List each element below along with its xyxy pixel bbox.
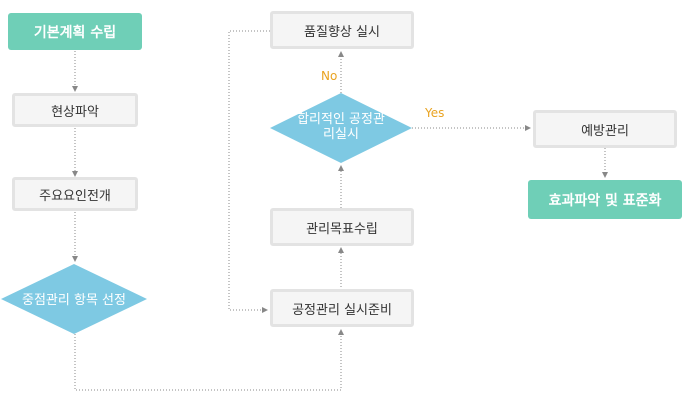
main-factor-node: 주요요인전개 (12, 177, 138, 211)
control-goal-node: 관리목표수립 (270, 208, 414, 246)
quality-improve-node: 품질향상 실시 (270, 11, 414, 49)
process-prep-node: 공정관리 실시준비 (270, 289, 414, 327)
effect-standard-node: 효과파악 및 표준화 (528, 180, 682, 219)
no-label: No (321, 69, 338, 83)
basic-plan-node: 기본계획 수립 (8, 13, 142, 50)
focus-select-diamond (1, 264, 147, 334)
prevention-node: 예방관리 (533, 110, 677, 148)
rational-process-diamond (270, 93, 412, 163)
focus-select-label: 중점관리 항목 선정 (22, 292, 126, 308)
rational-process-label: 합리적인 공정관리실시 (297, 112, 385, 142)
edge-quality-to-prep (228, 30, 270, 313)
yes-label: Yes (425, 106, 445, 120)
edge-focus-to-prep (74, 329, 344, 391)
status-check-node: 현상파악 (12, 93, 138, 127)
